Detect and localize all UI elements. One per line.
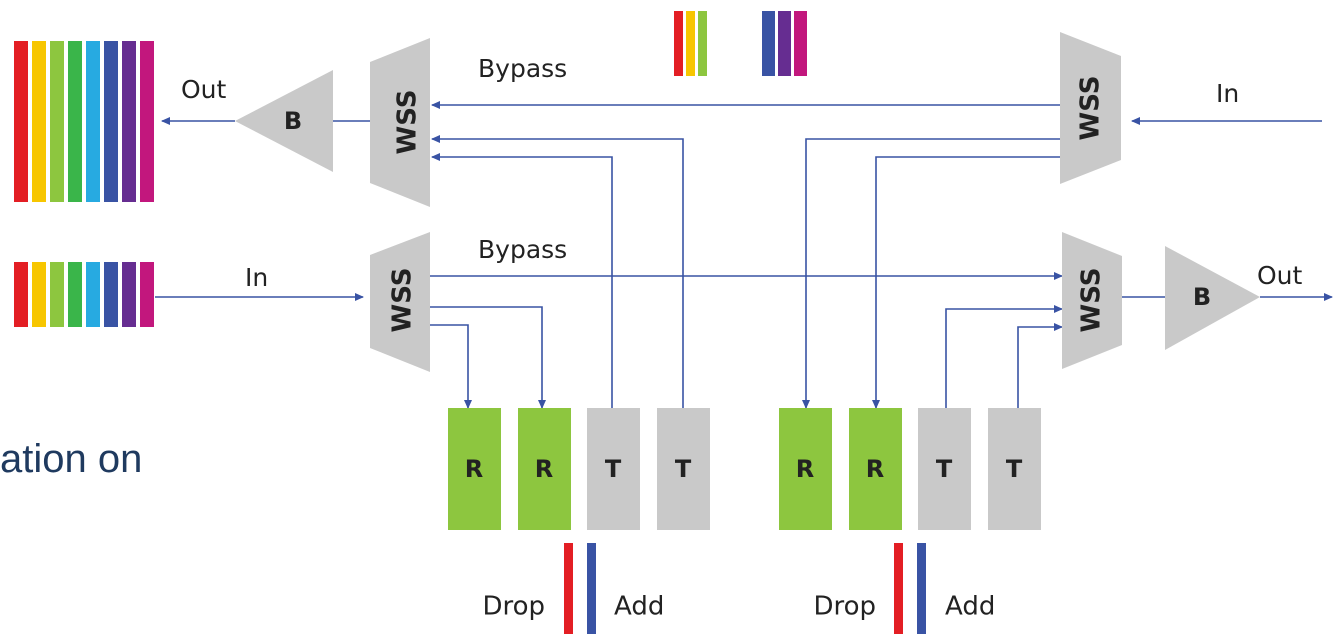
- top-out-label: Out: [181, 75, 227, 104]
- spectrum-in-bottom-stripe: [122, 262, 136, 327]
- wss-bottom-right: WSS: [1062, 232, 1122, 369]
- bottom-out-label: Out: [1257, 261, 1303, 290]
- top-in-label: In: [1216, 79, 1239, 108]
- wss-bottom-left: WSS: [370, 232, 430, 372]
- svg-text:T: T: [1006, 455, 1023, 483]
- spectrum-in-bottom-stripe: [86, 262, 100, 327]
- transmitter-t4: T: [988, 408, 1041, 530]
- transmitter-t2: T: [657, 408, 710, 530]
- spectrum-cool-stripe: [794, 11, 807, 76]
- spectrum-in-bottom-stripe: [14, 262, 28, 327]
- svg-text:T: T: [675, 455, 692, 483]
- spectrum-in-bottom-stripe: [50, 262, 64, 327]
- transponder-group-left: R R T T: [448, 408, 710, 530]
- wss-bottom-left-label: WSS: [388, 268, 418, 333]
- receiver-r4: R: [849, 408, 902, 530]
- spectrum-out-top-stripe: [86, 41, 100, 202]
- add-label-left: Add: [614, 592, 664, 622]
- spectrum-in-bottom-stripe: [140, 262, 154, 327]
- drop-label-right: Drop: [813, 592, 876, 622]
- spectrum-in-bottom-stripe: [104, 262, 118, 327]
- add-label-right: Add: [945, 592, 995, 622]
- connection-lines: [155, 101, 1333, 409]
- drop-bar-right: [894, 543, 903, 634]
- spectrum-out-top-stripe: [32, 41, 46, 202]
- booster-bottom: B: [1165, 246, 1260, 350]
- receiver-r3: R: [779, 408, 832, 530]
- svg-text:R: R: [796, 455, 814, 483]
- receiver-r2: R: [518, 408, 571, 530]
- svg-text:R: R: [866, 455, 884, 483]
- drop-label-left: Drop: [482, 592, 545, 622]
- bottom-in-label: In: [245, 263, 268, 292]
- spectrum-in-bottom: [14, 262, 154, 327]
- svg-text:T: T: [605, 455, 622, 483]
- wss-top-right: WSS: [1060, 32, 1121, 184]
- spectrum-cool-stripe: [762, 11, 775, 76]
- svg-text:R: R: [465, 455, 483, 483]
- spectrum-out-top-stripe: [122, 41, 136, 202]
- spectrum-warm-stripe: [698, 11, 707, 76]
- spectrum-out-top-stripe: [140, 41, 154, 202]
- tx-line-t1: [431, 153, 613, 408]
- booster-top-label: B: [284, 107, 302, 135]
- top-bypass-label: Bypass: [478, 54, 567, 83]
- rx-line-r4: [872, 156, 1060, 409]
- spectrum-cool-stripe: [778, 11, 791, 76]
- tx-line-t4: [1017, 323, 1063, 408]
- bottom-bypass-label: Bypass: [478, 235, 567, 264]
- spectrum-in-bottom-stripe: [32, 262, 46, 327]
- wss-top-left: WSS: [370, 38, 430, 207]
- drop-add-right: Drop Add: [813, 543, 995, 634]
- drop-bar-left: [564, 543, 573, 634]
- transmitter-t1: T: [587, 408, 640, 530]
- spectrum-warm-stripe: [674, 11, 683, 76]
- rx-line-r3: [802, 138, 1060, 409]
- transponder-group-right: R R T T: [779, 408, 1041, 530]
- add-bar-left: [587, 543, 596, 634]
- wss-top-left-label: WSS: [393, 90, 423, 155]
- svg-text:T: T: [936, 455, 953, 483]
- spectrum-out-top-stripe: [104, 41, 118, 202]
- svg-text:R: R: [535, 455, 553, 483]
- receiver-r1: R: [448, 408, 501, 530]
- spectrum-out-top: [14, 41, 154, 202]
- spectrum-out-top-stripe: [14, 41, 28, 202]
- tx-line-t3: [945, 305, 1063, 408]
- rx-line-r2: [430, 306, 546, 409]
- spectrum-out-top-stripe: [50, 41, 64, 202]
- booster-bottom-label: B: [1193, 283, 1211, 311]
- spectrum-legend-cool: [762, 11, 807, 76]
- spectrum-out-top-stripe: [68, 41, 82, 202]
- slide-text-fragment: ation on: [0, 437, 142, 481]
- spectrum-warm-stripe: [686, 11, 695, 76]
- spectrum-legend-warm: [674, 11, 707, 76]
- rx-line-r1: [430, 324, 472, 409]
- wss-bottom-right-label: WSS: [1077, 268, 1107, 333]
- drop-add-left: Drop Add: [482, 543, 664, 634]
- spectrum-in-bottom-stripe: [68, 262, 82, 327]
- transmitter-t3: T: [918, 408, 971, 530]
- booster-top: B: [235, 70, 333, 172]
- wss-top-right-label: WSS: [1076, 76, 1106, 141]
- tx-line-t2: [431, 135, 684, 408]
- add-bar-right: [917, 543, 926, 634]
